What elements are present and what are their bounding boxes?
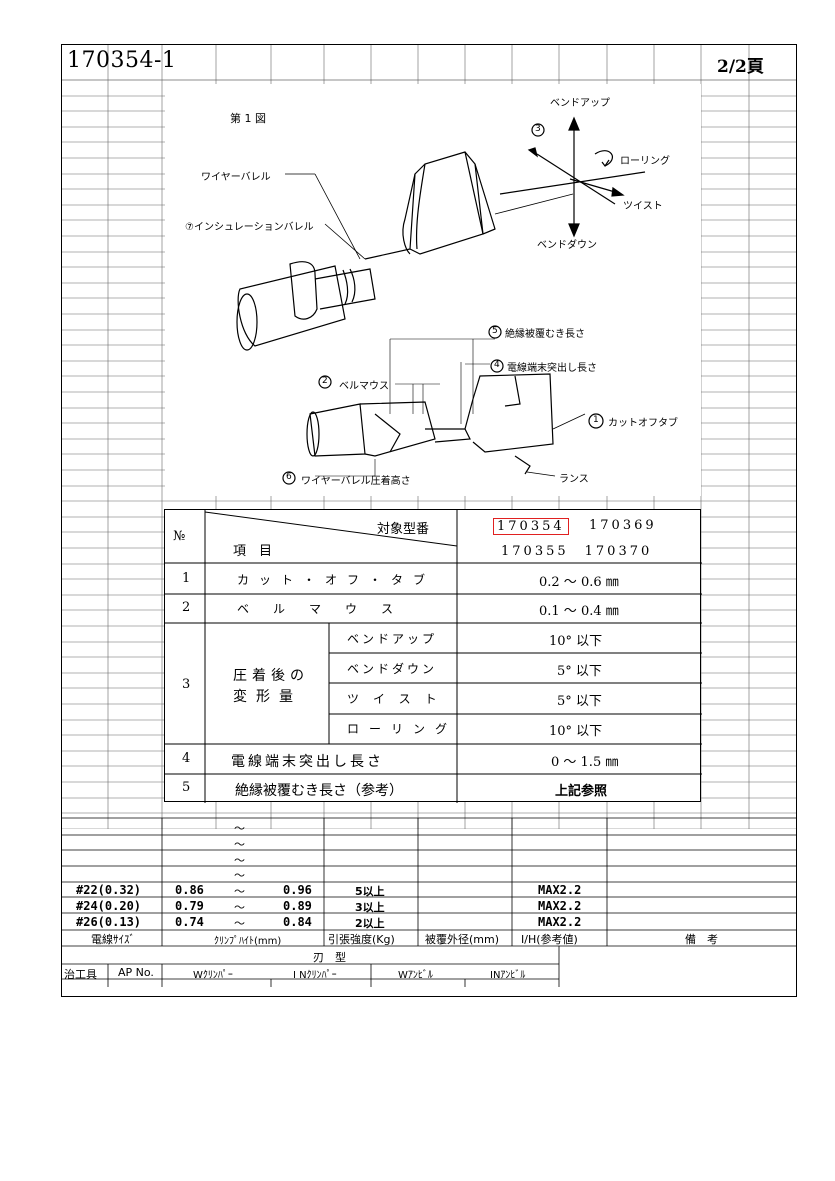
tool-header: 治工具: [64, 968, 97, 981]
row-item: 電線端末突出し長さ: [231, 754, 384, 770]
row-item: 絶縁被覆むき長さ（参考）: [235, 783, 403, 799]
target-model-header: 対象型番: [377, 522, 430, 537]
crimp-height-min: 0.86: [175, 883, 204, 897]
document-number: 170354-1: [67, 48, 177, 73]
spec-table-lines: [165, 510, 702, 803]
label-strip-length: 絶縁被覆むき長さ: [505, 329, 585, 340]
label-bend-up: ベンドアップ: [550, 98, 610, 109]
header-crimp-height: ｸﾘﾝﾌﾟﾊｲﾄ(mm): [214, 936, 282, 947]
row-value: 上記参照: [555, 784, 608, 799]
circle-label-6: 6: [286, 472, 292, 482]
tilde: 〜: [234, 917, 245, 930]
header-tensile: 引張強度(Kg): [328, 933, 395, 946]
tensile-strength: 5以上: [355, 885, 385, 898]
tilde: 〜: [234, 822, 245, 835]
subrow-value: 10° 以下: [549, 724, 603, 739]
header-ih: I/H(参考値): [521, 933, 578, 946]
label-bellmouth: ベルマウス: [339, 381, 389, 392]
page-frame: [61, 44, 797, 997]
figure-title: 第 1 図: [230, 112, 266, 125]
crimp-height-min: 0.74: [175, 915, 204, 929]
wire-size: #24(0.20): [76, 899, 142, 913]
ap-no-header: AP No.: [118, 966, 154, 979]
tilde: 〜: [234, 885, 245, 898]
ih-value: MAX2.2: [538, 883, 582, 897]
in-crimper-header: I Nｸﾘﾝﾊﾟｰ: [293, 970, 337, 981]
in-anvil-header: INｱﾝﾋﾞﾙ: [490, 970, 526, 981]
tilde: 〜: [234, 838, 245, 851]
label-wire-protrusion: 電線端末突出し長さ: [507, 363, 597, 374]
row-item: ベルマウス: [237, 602, 418, 616]
tilde: 〜: [234, 854, 245, 867]
label-wire-barrel: ワイヤーバレル: [201, 172, 271, 183]
label-cutoff-tab: カットオフタブ: [608, 418, 678, 429]
deform-label-line2: 変形量: [233, 689, 302, 705]
subrow-value: 5° 以下: [557, 694, 602, 709]
circle-label-3: 3: [535, 124, 541, 134]
circle-label-1: 1: [593, 415, 599, 425]
row-value: 0.1 〜 0.4 ㎜: [539, 604, 619, 619]
crimp-height-min: 0.79: [175, 899, 204, 913]
page-number: 2/2頁: [717, 57, 764, 77]
figure-1-drawing: 第 1 図 ベンドアップ 3 ローリング ツイスト ベンドダウン ワイヤーバレル…: [165, 84, 701, 496]
die-header: 刃 型: [313, 951, 346, 964]
spec-table: № 項 目 対象型番 170354 170369 170355 170370 1…: [164, 509, 702, 803]
tensile-strength: 2以上: [355, 917, 385, 930]
tensile-strength: 3以上: [355, 901, 385, 914]
subrow-value: 10° 以下: [549, 634, 603, 649]
ih-value: MAX2.2: [538, 899, 582, 913]
label-twist: ツイスト: [623, 201, 663, 212]
label-crimp-height: ワイヤーバレル圧着高さ: [301, 476, 411, 487]
crimp-height-max: 0.89: [283, 899, 312, 913]
subrow-value: 5° 以下: [557, 664, 602, 679]
model-number-170369: 170369: [589, 518, 657, 533]
w-anvil-header: Wｱﾝﾋﾞﾙ: [398, 970, 433, 981]
crimp-table-lines: [61, 817, 797, 987]
highlighted-model-number: 170354: [493, 518, 569, 535]
circle-label-4: 4: [494, 360, 500, 370]
tilde: 〜: [234, 869, 245, 882]
label-rolling: ローリング: [620, 156, 670, 167]
row-no: 3: [182, 677, 191, 692]
circle-label-2: 2: [322, 376, 328, 386]
circle-label-5: 5: [492, 326, 498, 336]
label-lance: ランス: [559, 474, 589, 485]
label-bend-down: ベンドダウン: [537, 240, 597, 251]
row-no: 5: [182, 780, 191, 795]
terminal-illustration: [236, 116, 646, 485]
row-no: 4: [182, 751, 191, 766]
no-header: №: [173, 529, 186, 544]
subrow-label: ツイスト: [347, 692, 451, 706]
row-no: 1: [182, 571, 191, 586]
ih-value: MAX2.2: [538, 915, 582, 929]
label-insulation-barrel: ⑦インシュレーションバレル: [185, 222, 314, 233]
w-crimper-header: Wｸﾘﾝﾊﾟｰ: [193, 970, 233, 981]
tilde: 〜: [234, 901, 245, 914]
header-remarks: 備 考: [685, 933, 718, 946]
crimp-height-max: 0.84: [283, 915, 312, 929]
header-wire-size: 電線ｻｲｽﾞ: [91, 933, 135, 946]
header-insulation-od: 被覆外径(mm): [425, 933, 500, 946]
row-value: 0.2 〜 0.6 ㎜: [539, 575, 619, 590]
model-numbers-row2: 170355 170370: [501, 544, 653, 559]
item-header: 項 目: [233, 544, 273, 559]
row-item: カット・オフ・タブ: [237, 573, 436, 587]
subrow-label: ローリング: [347, 722, 458, 736]
wire-size: #26(0.13): [76, 915, 142, 929]
subrow-label: ベンドダウン: [347, 662, 438, 676]
wire-size: #22(0.32): [76, 883, 142, 897]
row-value: 0 〜 1.5 ㎜: [551, 755, 619, 770]
deform-label-line1: 圧着後の: [233, 668, 309, 684]
crimp-height-max: 0.96: [283, 883, 312, 897]
row-no: 2: [182, 600, 191, 615]
subrow-label: ベンドアップ: [347, 632, 438, 646]
